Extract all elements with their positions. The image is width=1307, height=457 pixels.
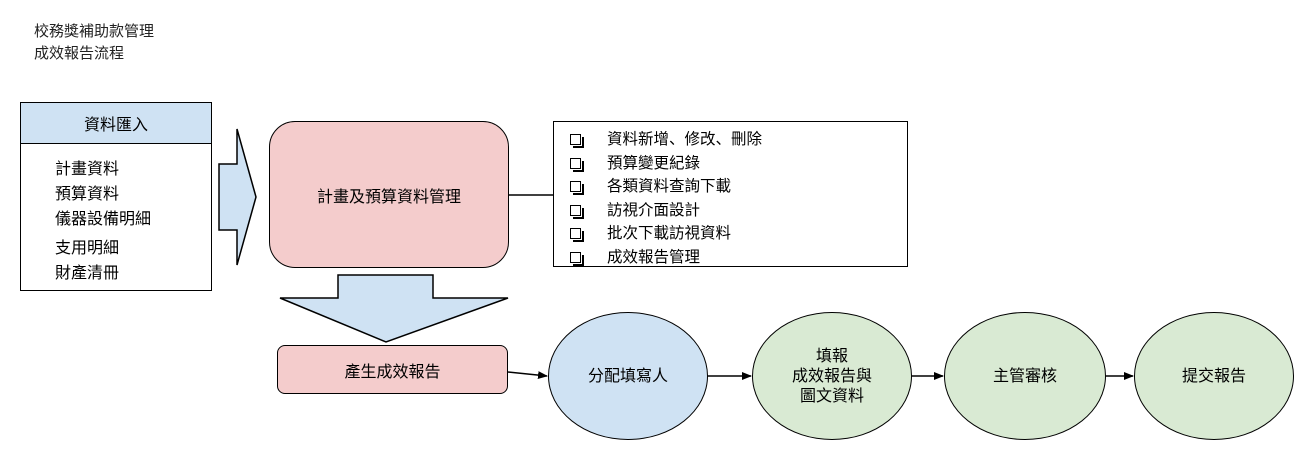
- checkbox-bullet-icon: [570, 251, 584, 266]
- feature-item: 批次下載訪視資料: [570, 222, 907, 246]
- plan-budget-management-label: 計畫及預算資料管理: [316, 186, 461, 206]
- checkbox-bullet-icon: [570, 204, 584, 219]
- feature-item: 成效報告管理: [570, 246, 907, 270]
- checkbox-bullet-icon: [570, 157, 584, 172]
- checkbox-bullet-icon: [570, 134, 584, 149]
- feature-item: 預算變更紀錄: [570, 152, 907, 176]
- import-to-management-arrow: [218, 128, 257, 266]
- fill-report-label-line-3: 圖文資料: [799, 386, 864, 405]
- supervisor-review-node: 主管審核: [944, 312, 1106, 440]
- submit-report-node: 提交報告: [1134, 312, 1294, 440]
- feature-label: 預算變更紀錄: [607, 153, 701, 172]
- feature-item: 各類資料查詢下載: [570, 175, 907, 199]
- data-import-header-label: 資料匯入: [83, 115, 148, 134]
- feature-item: 訪視介面設計: [570, 199, 907, 223]
- data-import-item: 儀器設備明細: [55, 209, 152, 228]
- plan-budget-management-node: 計畫及預算資料管理: [269, 121, 509, 268]
- assign-filler-node: 分配填寫人: [548, 312, 708, 440]
- fill-report-label-line-2: 成效報告與: [791, 366, 872, 385]
- title-line-2: 成效報告流程: [34, 44, 125, 62]
- diagram-title: 校務獎補助款管理 成效報告流程: [34, 20, 154, 64]
- feature-label: 資料新增、修改、刪除: [607, 130, 763, 148]
- feature-label: 成效報告管理: [607, 247, 701, 266]
- submit-report-label: 提交報告: [1181, 366, 1246, 385]
- data-import-item: 支用明細: [55, 238, 120, 257]
- generate-report-node: 產生成效報告: [277, 345, 508, 394]
- supervisor-review-label: 主管審核: [992, 366, 1057, 385]
- management-to-generate-arrow: [279, 274, 509, 343]
- feature-label: 批次下載訪視資料: [607, 224, 732, 242]
- data-import-list: 計畫資料 預算資料 儀器設備明細 支用明細 財產清冊: [20, 143, 212, 291]
- feature-label: 訪視介面設計: [607, 200, 701, 219]
- title-line-1: 校務獎補助款管理: [34, 22, 155, 40]
- data-import-item: 計畫資料: [55, 159, 120, 178]
- feature-list: 資料新增、修改、刪除 預算變更紀錄 各類資料查詢下載 訪視介面設計 批次下載訪視…: [553, 121, 908, 267]
- generate-report-label: 產生成效報告: [344, 361, 441, 381]
- fill-report-label-line-1: 填報: [815, 346, 848, 365]
- feature-label: 各類資料查詢下載: [607, 177, 732, 195]
- data-import-header: 資料匯入: [20, 102, 212, 144]
- fill-report-node: 填報 成效報告與 圖文資料: [752, 312, 912, 440]
- feature-item: 資料新增、修改、刪除: [570, 128, 907, 152]
- generate-to-assign-arrow: [507, 371, 548, 380]
- checkbox-bullet-icon: [570, 181, 584, 196]
- checkbox-bullet-icon: [570, 228, 584, 243]
- data-import-item: 財產清冊: [55, 263, 120, 282]
- assign-filler-label: 分配填寫人: [587, 366, 668, 385]
- data-import-item: 預算資料: [55, 184, 120, 203]
